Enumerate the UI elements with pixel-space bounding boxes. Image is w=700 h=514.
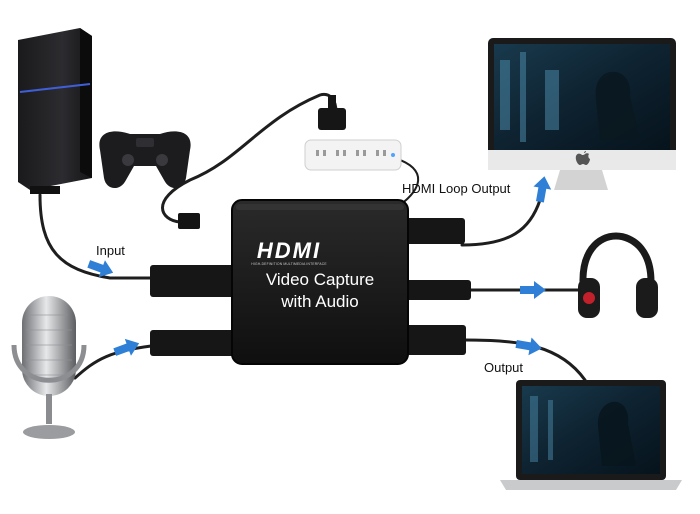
device-title-line2: with Audio [281,292,359,311]
mic-plug [150,330,240,356]
power-plug [178,213,200,229]
game-controller [99,131,191,189]
capture-device [150,199,471,365]
hdmi-logo: HDMI [256,238,322,263]
mic-cable [73,343,162,380]
output-label: Output [484,360,524,375]
loop-output-arrow-icon [533,176,552,203]
microphone [11,296,87,439]
mic-arrow-icon [113,338,140,356]
strip-cable [394,157,420,206]
monitor [488,38,676,190]
laptop [500,380,682,490]
input-cable [38,193,152,280]
apple-logo-icon [575,151,590,165]
input-label: Input [96,243,125,258]
input-arrow-icon [87,260,114,278]
output-arrow-icon [515,337,542,356]
arrows-group [87,176,552,356]
loop-output-cable [460,198,542,247]
game-console [18,28,92,194]
device-title-line1: Video Capture [265,270,375,289]
hdmi-loop-plug [405,218,465,244]
audio-out-plug [405,280,471,300]
hdmi-loop-output-label: HDMI Loop Output [402,181,511,196]
headphone-arrow-icon [520,281,546,299]
hdmi-logo-subtext: HIGH-DEFINITION MULTIMEDIA INTERFACE [251,262,327,266]
headphones [578,232,658,318]
usb-output-plug [400,325,466,355]
hdmi-input-plug [150,265,240,297]
power-strip [304,95,402,171]
